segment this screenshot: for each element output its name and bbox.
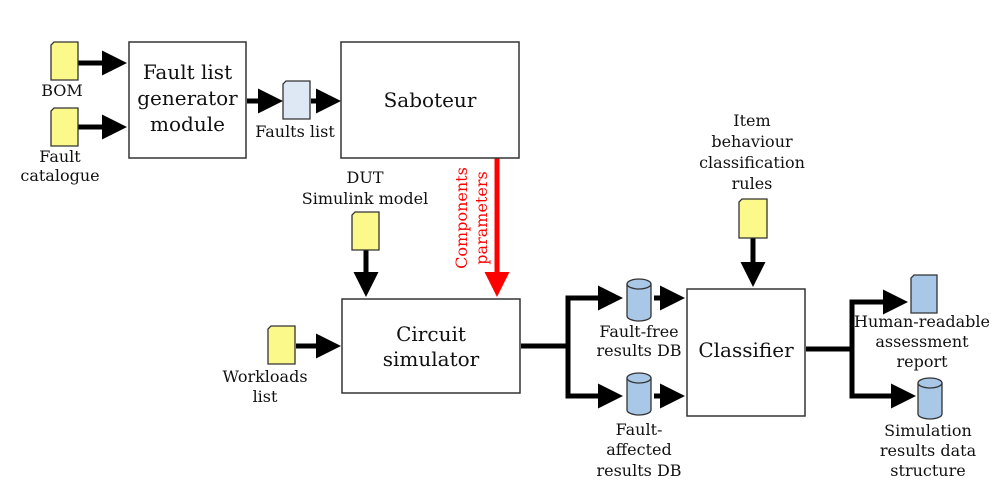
- edge-to-fault-affected-db: [565, 346, 623, 409]
- doc-label-line: Workloads: [222, 367, 307, 386]
- block-label-line: Saboteur: [384, 88, 477, 112]
- doc-label-line: Simulink model: [302, 189, 429, 208]
- block-label-line: Circuit: [396, 322, 466, 346]
- doc-dut-model: DUT Simulink model: [302, 168, 429, 251]
- doc-faults-list: Faults list: [255, 80, 335, 141]
- block-fault-list-generator: Fault list generator module: [128, 41, 247, 159]
- db-label-line: structure: [890, 461, 965, 480]
- doc-label-line: classification: [699, 153, 805, 172]
- doc-bom: BOM: [41, 41, 83, 100]
- doc-label-line: Human-readable: [854, 312, 990, 331]
- document-icon: [267, 325, 296, 365]
- doc-label-line: catalogue: [20, 166, 99, 185]
- doc-label-line: DUT: [347, 168, 384, 187]
- edge-label-line: Components: [452, 167, 471, 269]
- doc-label-line: behaviour: [711, 132, 793, 151]
- block-label-line: module: [150, 112, 225, 136]
- doc-classification-rules: Item behaviour classification rules: [699, 111, 805, 239]
- document-icon: [351, 211, 380, 251]
- doc-label-line: rules: [732, 174, 773, 193]
- block-label-line: Fault list: [143, 60, 232, 84]
- doc-assessment-report: Human-readable assessment report: [854, 274, 990, 371]
- database-icon: [626, 278, 652, 322]
- database-icon: [626, 372, 652, 416]
- edge-label-line: parameters: [472, 171, 491, 264]
- document-icon: [50, 41, 79, 81]
- database-icon: [917, 377, 943, 420]
- db-fault-affected: Fault- affected results DB: [596, 372, 682, 480]
- document-icon: [50, 107, 79, 147]
- doc-label-line: Item: [733, 111, 770, 130]
- block-label-line: Classifier: [698, 338, 794, 362]
- edge-label-components-parameters: Components parameters: [452, 167, 491, 269]
- document-icon: [910, 274, 938, 314]
- db-label-line: Simulation: [884, 421, 972, 440]
- block-saboteur: Saboteur: [340, 41, 520, 159]
- document-icon: [738, 198, 768, 239]
- db-label-line: results DB: [596, 341, 681, 360]
- doc-label-line: assessment: [875, 332, 969, 351]
- edge-to-simulation-results: [849, 349, 916, 409]
- doc-fault-catalogue: Fault catalogue: [20, 107, 100, 185]
- block-circuit-simulator: Circuit simulator: [341, 298, 521, 394]
- doc-label-line: report: [896, 352, 948, 371]
- doc-workloads-list: Workloads list: [222, 325, 308, 406]
- db-fault-free: Fault-free results DB: [596, 278, 682, 360]
- block-label-line: generator: [137, 86, 238, 110]
- db-label-line: Fault-: [616, 420, 663, 439]
- block-classifier: Classifier: [686, 288, 806, 417]
- doc-label-line: list: [253, 387, 278, 406]
- db-label-line: affected: [606, 440, 671, 459]
- doc-label-line: BOM: [41, 81, 83, 100]
- doc-label-line: Fault: [39, 147, 81, 166]
- edges: [78, 50, 916, 409]
- doc-label-line: Faults list: [255, 122, 335, 141]
- db-label-line: results data: [880, 441, 977, 460]
- db-simulation-results: Simulation results data structure: [880, 377, 977, 480]
- document-icon: [282, 80, 311, 120]
- block-label-line: simulator: [383, 347, 480, 371]
- db-label-line: Fault-free: [599, 322, 678, 341]
- db-label-line: results DB: [596, 461, 681, 480]
